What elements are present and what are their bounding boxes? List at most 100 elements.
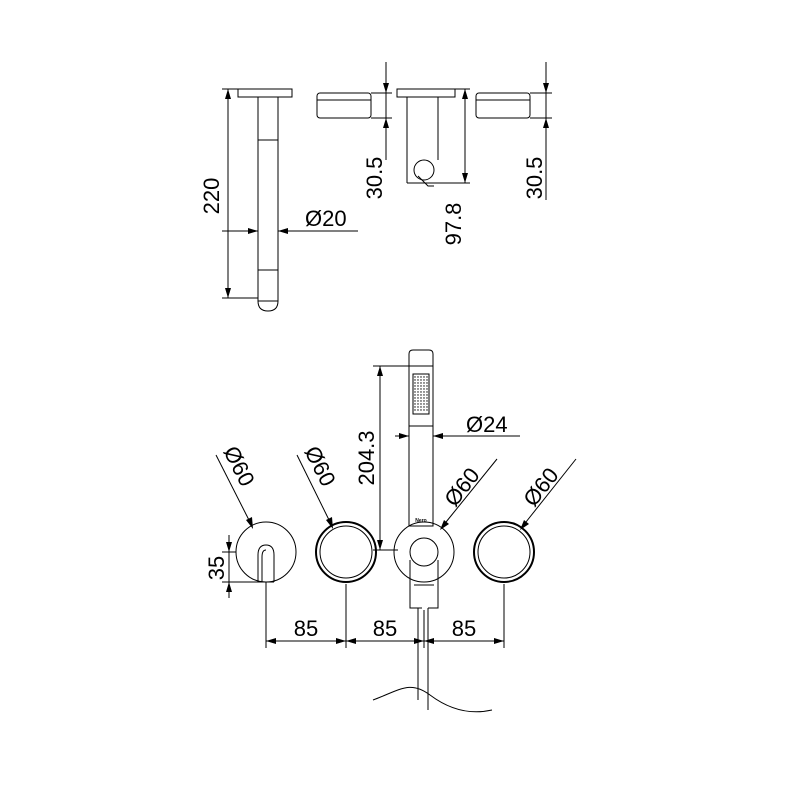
- spray-nozzle-dot: [414, 397, 416, 399]
- dimension-handshower-diameter: Ø24: [395, 412, 520, 439]
- spray-nozzle-dot: [417, 400, 419, 402]
- label-holder-depth: 97.8: [441, 203, 466, 246]
- label-spout-offset: 35: [204, 556, 229, 580]
- spray-nozzle-dot: [414, 376, 416, 378]
- spray-nozzle-dot: [414, 388, 416, 390]
- spray-nozzle-dot: [417, 409, 419, 411]
- label-plate-3-diameter: Ø60: [439, 463, 484, 511]
- dimension-spout-diameter: Ø20: [222, 206, 358, 234]
- brand-mark: Nero: [415, 518, 426, 524]
- mixer-plate-2: [473, 521, 535, 583]
- dimension-mixer-1-depth: 30.5: [362, 62, 392, 199]
- spray-nozzle-dot: [426, 391, 428, 393]
- spray-nozzle-dot: [426, 403, 428, 405]
- spray-nozzle-dot: [426, 397, 428, 399]
- spray-nozzle-dot: [420, 403, 422, 405]
- spray-nozzle-dot: [417, 388, 419, 390]
- spray-nozzle-dot: [417, 382, 419, 384]
- label-plate-4-diameter: Ø60: [518, 463, 563, 511]
- label-spacing-2: 85: [373, 616, 397, 641]
- spray-nozzle-dot: [420, 400, 422, 402]
- label-handshower-diameter: Ø24: [466, 412, 508, 437]
- spray-nozzle-dot: [426, 394, 428, 396]
- spray-nozzle-dot: [417, 391, 419, 393]
- spray-nozzle-dot: [414, 403, 416, 405]
- label-mixer-2-depth: 30.5: [522, 157, 547, 200]
- spray-nozzle-dot: [423, 394, 425, 396]
- spray-nozzle-dot: [423, 400, 425, 402]
- spray-nozzle-dot: [417, 385, 419, 387]
- spout-wall-plate: [235, 521, 297, 583]
- spray-nozzle-dot: [420, 409, 422, 411]
- dimension-spout-offset: 35: [204, 535, 258, 598]
- spray-nozzle-dot: [414, 394, 416, 396]
- mixer-plate-1: [315, 521, 377, 583]
- diameter-leader-1: Ø60: [215, 442, 260, 529]
- spray-nozzle-dot: [420, 406, 422, 408]
- spray-nozzle-grid: [414, 376, 428, 411]
- label-handshower-height: 204.3: [354, 430, 379, 485]
- spray-nozzle-dot: [426, 409, 428, 411]
- handshower-hose: [417, 608, 429, 710]
- spray-nozzle-dot: [414, 379, 416, 381]
- spray-nozzle-dot: [426, 388, 428, 390]
- spray-nozzle-dot: [420, 394, 422, 396]
- spray-nozzle-dot: [423, 379, 425, 381]
- spray-nozzle-dot: [417, 403, 419, 405]
- mixer-side-view-2: [475, 92, 531, 119]
- spray-nozzle-dot: [423, 376, 425, 378]
- spray-nozzle-dot: [414, 400, 416, 402]
- label-spacing-3: 85: [452, 616, 476, 641]
- spray-nozzle-dot: [414, 382, 416, 384]
- break-line: [372, 686, 493, 713]
- spray-nozzle-dot: [420, 376, 422, 378]
- spray-nozzle-dot: [423, 382, 425, 384]
- dimension-holder-depth: 97.8: [438, 88, 470, 246]
- label-plate-1-diameter: Ø60: [219, 442, 260, 490]
- label-spout-height: 220: [199, 178, 224, 215]
- label-plate-2-diameter: Ø60: [300, 442, 341, 490]
- spray-nozzle-dot: [426, 379, 428, 381]
- handshower-front-view: Nero: [408, 349, 434, 527]
- spray-nozzle-dot: [426, 400, 428, 402]
- label-spout-diameter: Ø20: [305, 206, 347, 231]
- spray-nozzle-dot: [420, 382, 422, 384]
- diameter-leader-3: Ø60: [439, 458, 498, 530]
- spray-nozzle-dot: [423, 397, 425, 399]
- spray-nozzle-dot: [417, 379, 419, 381]
- spray-nozzle-dot: [417, 406, 419, 408]
- spray-nozzle-dot: [414, 391, 416, 393]
- holder-wall-plate: [393, 521, 455, 609]
- spray-nozzle-dot: [420, 397, 422, 399]
- mixer-side-view-1: [316, 92, 372, 119]
- dimension-spout-height: 220: [199, 88, 258, 299]
- spray-nozzle-dot: [420, 391, 422, 393]
- spray-nozzle-dot: [426, 406, 428, 408]
- spray-nozzle-dot: [426, 382, 428, 384]
- label-mixer-1-depth: 30.5: [362, 157, 387, 200]
- spray-nozzle-dot: [423, 391, 425, 393]
- dimension-mixer-2-depth: 30.5: [522, 62, 552, 200]
- spout-side-view: [237, 88, 293, 312]
- spacing-dimensions: 85 85 85: [265, 582, 505, 648]
- spray-nozzle-dot: [426, 385, 428, 387]
- spray-nozzle-dot: [423, 406, 425, 408]
- spray-nozzle-dot: [423, 403, 425, 405]
- holder-side-view: [396, 88, 456, 187]
- spray-nozzle-dot: [417, 376, 419, 378]
- spray-nozzle-dot: [420, 388, 422, 390]
- diameter-leader-4: Ø60: [518, 458, 577, 530]
- diameter-leader-2: Ø60: [296, 442, 341, 529]
- spray-nozzle-dot: [414, 409, 416, 411]
- spray-nozzle-dot: [414, 385, 416, 387]
- spray-nozzle-dot: [417, 394, 419, 396]
- spray-nozzle-dot: [417, 397, 419, 399]
- spray-nozzle-dot: [414, 406, 416, 408]
- spray-nozzle-dot: [423, 388, 425, 390]
- dimension-handshower-height: 204.3: [354, 365, 409, 551]
- spray-nozzle-dot: [423, 385, 425, 387]
- spray-nozzle-dot: [420, 385, 422, 387]
- spray-nozzle-dot: [420, 379, 422, 381]
- spray-nozzle-dot: [423, 409, 425, 411]
